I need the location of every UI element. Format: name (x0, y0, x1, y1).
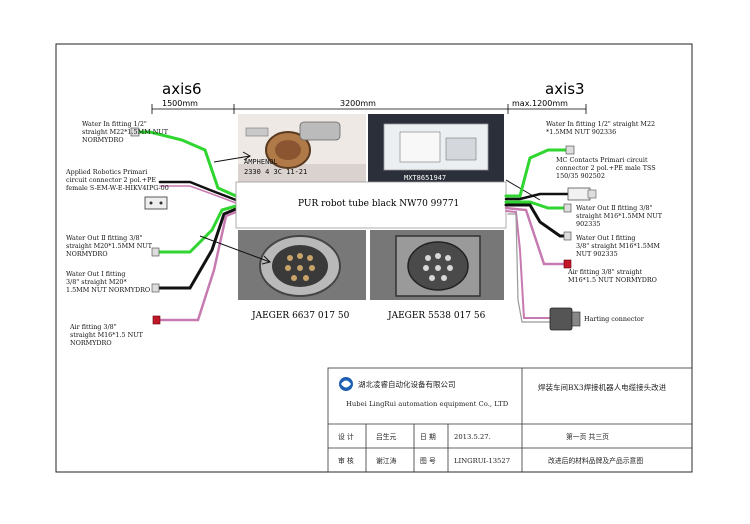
right-fitting-water-out-2 (563, 203, 572, 213)
company-logo-icon (339, 377, 353, 391)
svg-text:Water In fitting 1/2" straight: Water In fitting 1/2" straight M22 (546, 120, 655, 128)
right-label-mc-contacts: MC Contacts Primari circuit connector 2 … (556, 156, 656, 180)
axis6-title: axis6 (162, 80, 202, 98)
svg-text:female S-EM-W-E-HIKV4IPG-00: female S-EM-W-E-HIKV4IPG-00 (66, 184, 169, 192)
svg-text:straight M16*1.5 NUT: straight M16*1.5 NUT (70, 331, 144, 339)
svg-text:*1.5MM NUT 902336: *1.5MM NUT 902336 (546, 128, 616, 136)
photo-jaeger-left (238, 230, 366, 300)
svg-text:NORMYDRO: NORMYDRO (82, 136, 124, 144)
svg-text:straight M16*1.5MM NUT: straight M16*1.5MM NUT (576, 212, 663, 220)
left-label-primary-circuit: Applied Robotics Primari circuit connect… (65, 168, 169, 192)
right-label-water-out-1: Water Out Ⅰ fitting 3/8" straight M16*1.… (576, 234, 660, 258)
svg-text:Water Out Ⅰ fitting: Water Out Ⅰ fitting (66, 270, 125, 278)
axis3-title: axis3 (545, 80, 585, 98)
drawing-description: 改进后的材料品牌及产品示意图 (548, 456, 643, 465)
project-title: 焊装车间BX3焊接机器人电缆接头改进 (538, 382, 667, 392)
left-fitting-water-in (130, 127, 140, 137)
left-fittings (130, 127, 168, 325)
svg-text:Air fitting 3/8": Air fitting 3/8" (69, 323, 117, 331)
right-label-water-out-2: Water Out Ⅱ fitting 3/8" straight M16*1.… (576, 204, 663, 228)
svg-text:2330 4 3C 11-21: 2330 4 3C 11-21 (244, 168, 307, 176)
svg-text:NORMYDRO: NORMYDRO (70, 339, 112, 347)
svg-text:AMPHENOL: AMPHENOL (244, 158, 278, 166)
right-label-water-in: Water In fitting 1/2" straight M22 *1.5M… (546, 120, 655, 136)
page-info: 第一页 共三页 (566, 432, 609, 441)
svg-text:3/8" straight M16*1.5MM: 3/8" straight M16*1.5MM (576, 242, 660, 250)
svg-text:Water Out Ⅱ fitting 3/8": Water Out Ⅱ fitting 3/8" (576, 204, 653, 212)
left-cables (136, 130, 238, 322)
right-fitting-water-in (565, 145, 575, 155)
right-connector-mc (567, 187, 591, 201)
svg-text:Water Out Ⅱ fitting 3/8": Water Out Ⅱ fitting 3/8" (66, 234, 143, 242)
svg-text:straight M20*1.5MM NUT: straight M20*1.5MM NUT (66, 242, 153, 250)
svg-text:Applied Robotics Primari: Applied Robotics Primari (65, 168, 147, 176)
review-label: 审 核 (338, 456, 354, 465)
left-label-air: Air fitting 3/8" straight M16*1.5 NUT NO… (69, 323, 144, 347)
title-block (327, 367, 693, 473)
right-fittings (549, 145, 597, 331)
designer: 吕生元 (376, 432, 397, 441)
date-label: 日 期 (420, 433, 436, 441)
svg-text:circuit connector 2 pol.+PE: circuit connector 2 pol.+PE (66, 176, 156, 184)
svg-text:902335: 902335 (576, 220, 600, 228)
svg-text:Water Out Ⅰ fitting: Water Out Ⅰ fitting (576, 234, 635, 242)
dim-1200: max.1200mm (512, 99, 568, 108)
harting-connector-icon (549, 307, 581, 331)
left-label-water-out-1: Water Out Ⅰ fitting 3/8" straight M20* 1… (66, 270, 150, 294)
company-name-en: Hubei LingRui automation equipment Co., … (346, 400, 509, 408)
tube-label: PUR robot tube black NW70 99771 (298, 199, 459, 209)
svg-text:connector 2 pol.+PE male TSS: connector 2 pol.+PE male TSS (556, 164, 656, 172)
jaeger-left-label: JAEGER 6637 017 50 (251, 311, 350, 321)
svg-text:150/35 902502: 150/35 902502 (556, 172, 605, 180)
design-label: 设 计 (338, 432, 354, 441)
svg-text:Air fitting 3/8" straight: Air fitting 3/8" straight (567, 268, 643, 276)
left-label-water-out-2: Water Out Ⅱ fitting 3/8" straight M20*1.… (66, 234, 153, 258)
left-fitting-water-out-1 (151, 283, 160, 293)
photo-top-right-connector: MXT8651947 (368, 114, 504, 182)
svg-text:MC Contacts Primari circuit: MC Contacts Primari circuit (556, 156, 648, 164)
photo-jaeger-right (370, 230, 504, 300)
dim-3200: 3200mm (340, 99, 376, 108)
company-name-cn: 湖北凌睿自动化设备有限公司 (358, 379, 456, 389)
svg-text:Water In fitting 1/2": Water In fitting 1/2" (82, 120, 147, 128)
drawing-number: LINGRUI-13527 (454, 457, 510, 465)
date-value: 2013.5.27. (454, 433, 491, 441)
svg-text:M16*1.5 NUT NORMYDRO: M16*1.5 NUT NORMYDRO (568, 276, 657, 284)
svg-text:NUT 902335: NUT 902335 (576, 250, 618, 258)
left-label-water-in: Water In fitting 1/2" straight M22*1.5MM… (82, 120, 169, 144)
svg-text:1.5MM NUT NORMYDRO: 1.5MM NUT NORMYDRO (66, 286, 150, 294)
right-cables (504, 148, 572, 323)
jaeger-right-label: JAEGER 5538 017 56 (387, 311, 486, 321)
svg-text:3/8" straight M20*: 3/8" straight M20* (66, 278, 127, 286)
right-fitting-air (563, 259, 572, 269)
left-fitting-water-out-2 (151, 247, 160, 257)
photo-amphenol-connector: AMPHENOL 2330 4 3C 11-21 (238, 114, 366, 182)
reviewer: 谢江涛 (376, 456, 397, 465)
drawing-label: 图 号 (420, 457, 436, 465)
dimension-lines (151, 104, 587, 114)
right-label-harting: Harting connector (584, 315, 645, 323)
svg-text:MXT8651947: MXT8651947 (404, 174, 446, 182)
right-label-air: Air fitting 3/8" straight M16*1.5 NUT NO… (567, 268, 657, 284)
right-fitting-water-out-1 (563, 231, 572, 241)
dim-1500: 1500mm (162, 99, 198, 108)
svg-text:NORMYDRO: NORMYDRO (66, 250, 108, 258)
robot-tube (235, 181, 507, 229)
left-connector-primary (144, 196, 168, 210)
svg-text:straight M22*1.5MM NUT: straight M22*1.5MM NUT (82, 128, 169, 136)
left-fitting-air (152, 315, 161, 325)
